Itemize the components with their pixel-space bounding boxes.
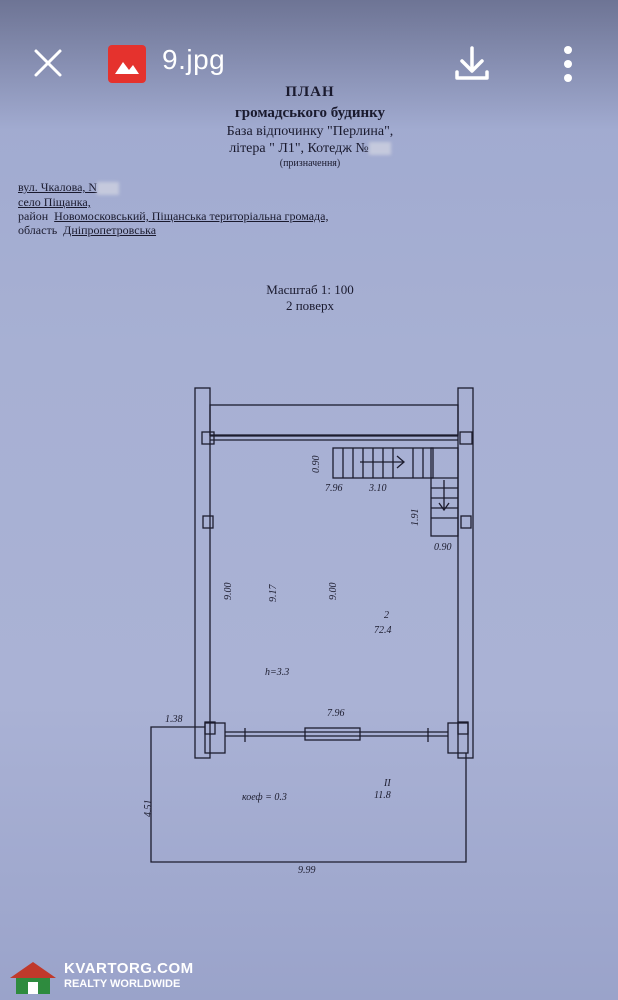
more-vertical-icon[interactable] — [556, 44, 580, 84]
ceiling-height: h=3.3 — [265, 667, 289, 678]
top-wall — [209, 404, 459, 436]
viewer-toolbar — [0, 0, 618, 130]
dim-stair-height: 0.90 — [311, 456, 322, 474]
terrace-number: II — [383, 778, 391, 789]
dim-inner-2: 9.00 — [328, 583, 339, 601]
terrace-coefficient: коеф = 0.3 — [242, 792, 287, 803]
dim-terrace-width: 9.99 — [298, 865, 316, 876]
dim-left-wall: 9.00 — [223, 583, 234, 601]
file-name: 9.jpg — [162, 44, 226, 75]
dim-stair-w2: 3.10 — [368, 483, 387, 494]
redacted-number — [368, 142, 391, 156]
terrace-area: 11.8 — [374, 790, 391, 801]
redacted-house-number — [97, 181, 120, 195]
scale-label: Масштаб 1: 100 — [266, 282, 354, 297]
stairs-lower — [430, 447, 459, 537]
terrace-outline — [150, 726, 467, 863]
house-logo-icon — [10, 962, 56, 994]
dim-terrace-side: 1.38 — [165, 714, 183, 725]
dim-bottom-wall: 7.96 — [327, 708, 345, 719]
dim-inner-1: 9.17 — [268, 584, 279, 603]
room-number: 2 — [384, 610, 389, 621]
letter-line: літера " Л1", Котедж № — [100, 141, 520, 157]
address-village: село Піщанка, — [18, 194, 91, 209]
document-title-block: ПЛАН громадського будинку База відпочинк… — [100, 84, 520, 169]
download-icon[interactable] — [452, 44, 492, 84]
image-file-icon — [108, 45, 146, 83]
address-district: район Новомосковський, Піщанська територ… — [18, 208, 329, 223]
document-title: ПЛАН — [285, 84, 335, 100]
watermark-sub: REALTY WORLDWIDE — [64, 978, 181, 990]
dim-stair-w1: 7.96 — [325, 483, 343, 494]
address-block: вул. Чкалова, N село Піщанка, район Ново… — [18, 180, 328, 237]
address-street: вул. Чкалова, N — [18, 180, 328, 195]
dim-terrace-height: 4.51 — [143, 800, 154, 818]
room-area: 72.4 — [374, 625, 392, 636]
purpose-caption: (призначення) — [279, 158, 341, 169]
floor-label: 2 поверх — [285, 298, 335, 313]
watermark-logo: KVARTORG.COM REALTY WORLDWIDE — [8, 958, 198, 996]
document-subtitle: громадського будинку — [234, 105, 386, 121]
scale-block: Масштаб 1: 100 2 поверх — [220, 282, 400, 314]
close-icon[interactable] — [30, 45, 66, 81]
address-region: область Дніпропетровська — [18, 222, 157, 237]
dim-stair-bottom: 0.90 — [434, 542, 452, 553]
watermark-main: KVARTORG.COM — [64, 960, 194, 977]
base-name: База відпочинку "Перлина", — [226, 124, 394, 139]
dim-stair-vertical: 1.91 — [410, 509, 421, 527]
floor-plan: 0.90 7.96 3.10 1.91 0.90 9.00 9.17 9.00 … — [143, 387, 474, 876]
left-wall — [194, 387, 211, 759]
